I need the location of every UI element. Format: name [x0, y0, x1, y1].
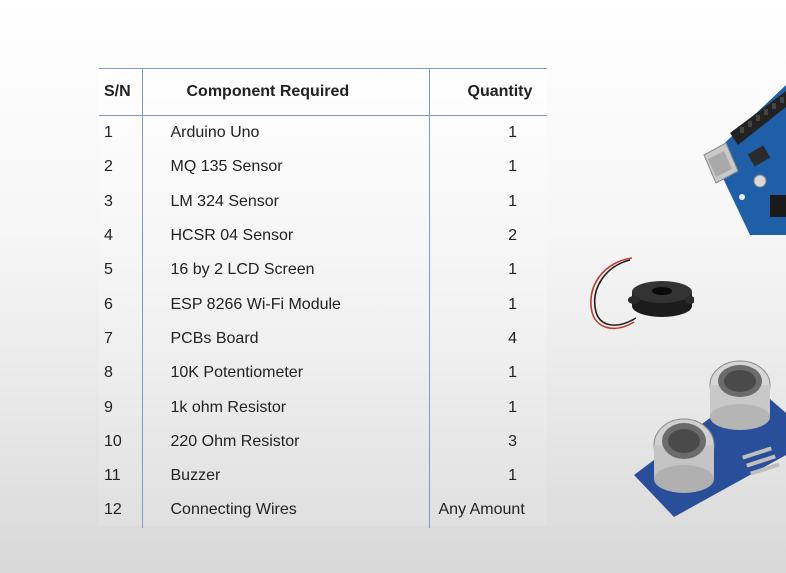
row-quantity: 1: [428, 150, 547, 185]
row-quantity: 1: [428, 356, 547, 391]
row-sn: 1: [99, 115, 143, 151]
row-sn: 6: [99, 287, 143, 322]
row-component: PCBs Board: [170, 329, 259, 347]
row-quantity: 1: [428, 253, 547, 288]
table-row: 6 ESP 8266 Wi-Fi Module 1: [99, 287, 547, 322]
ultrasonic-sensor-image: [634, 360, 786, 517]
table-row: 4 HCSR 04 Sensor 2: [99, 218, 547, 254]
buzzer-image: [590, 257, 694, 330]
row-sn: 4: [99, 218, 143, 254]
row-component: Connecting Wires: [170, 501, 297, 519]
row-component: LM 324 Sensor: [170, 192, 280, 210]
row-quantity: 3: [428, 424, 547, 459]
row-component: HCSR 04 Sensor: [170, 227, 294, 245]
table-row: 11 Buzzer 1: [99, 458, 547, 494]
row-component: MQ 135 Sensor: [170, 158, 283, 176]
row-sn: 12: [99, 493, 143, 528]
row-sn: 8: [99, 356, 143, 391]
header-component: Component Required: [142, 68, 429, 116]
row-component: 1k ohm Resistor: [170, 398, 287, 416]
row-quantity: 1: [428, 184, 547, 219]
header-quantity: Quantity: [428, 68, 547, 116]
row-sn: 5: [99, 253, 143, 288]
row-sn: 10: [99, 424, 143, 459]
table-row: 2 MQ 135 Sensor 1: [99, 150, 547, 185]
row-quantity: Any Amount: [428, 493, 547, 528]
row-component: ESP 8266 Wi-Fi Module: [170, 295, 341, 313]
component-table-container: S/N Component Required Quantity 1 Arduin…: [99, 68, 547, 528]
table-header-row: S/N Component Required Quantity: [99, 68, 547, 116]
table-row: 3 LM 324 Sensor 1: [99, 184, 547, 219]
row-sn: 11: [99, 458, 143, 494]
row-sn: 2: [99, 150, 143, 185]
header-sn: S/N: [99, 68, 143, 116]
row-component: Buzzer: [170, 467, 221, 485]
table-row: 7 PCBs Board 4: [99, 321, 547, 357]
row-quantity: 1: [428, 287, 547, 322]
row-quantity: 4: [428, 321, 547, 357]
arduino-board-image: [703, 85, 786, 235]
row-component: Arduino Uno: [170, 124, 260, 142]
row-quantity: 1: [428, 458, 547, 494]
row-component: 10K Potentiometer: [170, 364, 304, 382]
row-sn: 7: [99, 321, 143, 357]
row-component: 16 by 2 LCD Screen: [170, 261, 315, 279]
row-sn: 3: [99, 184, 143, 219]
table-row: 1 Arduino Uno 1: [99, 115, 547, 151]
row-quantity: 2: [428, 218, 547, 254]
table-row: 9 1k ohm Resistor 1: [99, 390, 547, 425]
component-table: S/N Component Required Quantity 1 Arduin…: [99, 68, 547, 528]
table-row: 5 16 by 2 LCD Screen 1: [99, 253, 547, 288]
table-row: 8 10K Potentiometer 1: [99, 356, 547, 391]
table-row: 10 220 Ohm Resistor 3: [99, 424, 547, 459]
table-row: 12 Connecting Wires Any Amount: [99, 493, 547, 528]
row-sn: 9: [99, 390, 143, 425]
row-quantity: 1: [428, 115, 547, 151]
row-quantity: 1: [428, 390, 547, 425]
row-component: 220 Ohm Resistor: [170, 432, 300, 450]
